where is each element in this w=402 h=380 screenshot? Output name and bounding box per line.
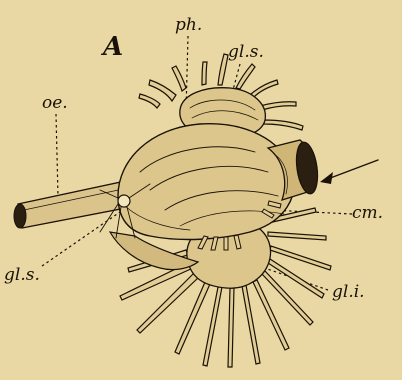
label-gls-bottom: gl.s. xyxy=(4,265,40,285)
label-ph: ph. xyxy=(175,15,202,35)
label-cm: cm. xyxy=(352,203,383,223)
panel-letter: A xyxy=(100,32,123,62)
pharynx-body xyxy=(118,124,294,240)
arrow-icon xyxy=(320,160,378,184)
label-gls-top: gl.s. xyxy=(228,42,264,62)
label-oe: oe. xyxy=(42,93,68,113)
label-gli: gl.i. xyxy=(332,282,365,302)
